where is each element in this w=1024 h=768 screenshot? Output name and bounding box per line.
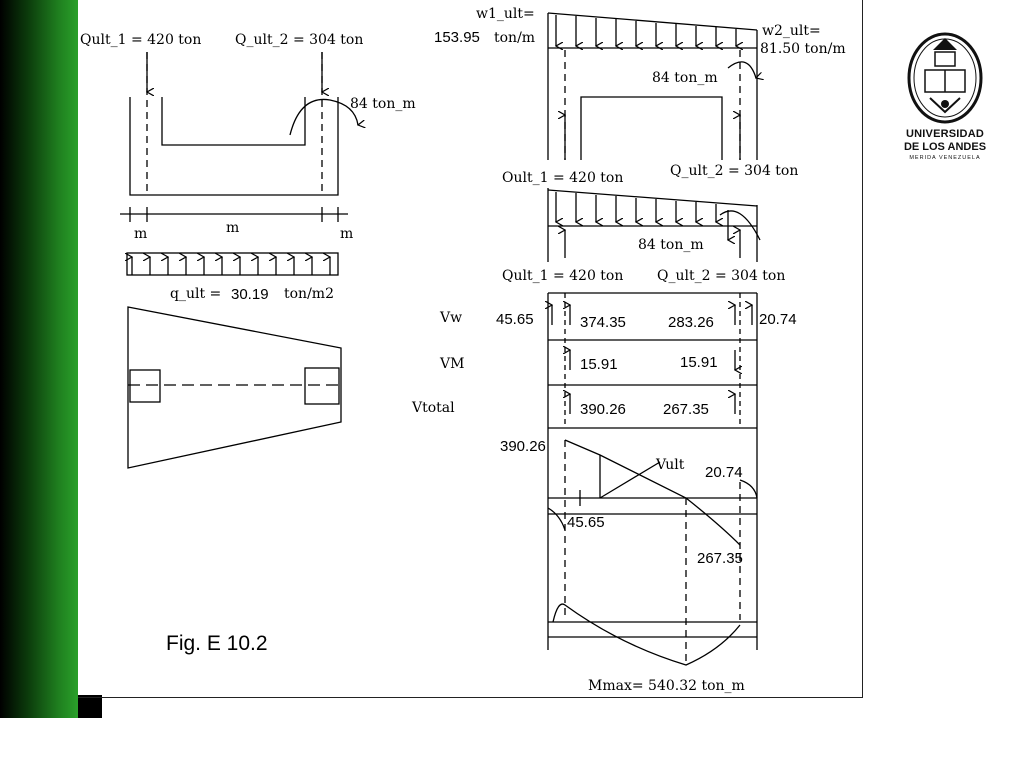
w-load-top (547, 12, 758, 31)
qult2-top-label: Q_ult_2 = 304 ton (235, 32, 363, 48)
shear-vult-label: Vult (655, 457, 685, 473)
w1-label-1: w1_ult= (476, 6, 535, 22)
soil-pressure-box (126, 252, 339, 276)
qult2-mid-label: Q_ult_2 = 304 ton (670, 163, 798, 179)
moment-curve (552, 603, 741, 666)
logo-line-2: DE LOS ANDES (903, 141, 987, 153)
q-ult-label: q_ult = (170, 286, 221, 302)
footing-cutout (161, 97, 306, 146)
beam1-cutout (580, 96, 723, 160)
vtotal-value-2: 267.35 (663, 401, 709, 418)
slide-corner-block (78, 695, 102, 718)
w-load-arrows (556, 15, 736, 46)
moment-right-label-2: 84 ton_m (638, 237, 704, 253)
shear-left-tail (547, 507, 566, 531)
vw-value-2: 374.35 (580, 314, 626, 331)
w2-label-1: w2_ult= (762, 23, 821, 39)
vw-value-4: 20.74 (759, 311, 797, 328)
shear-2074: 20.74 (705, 464, 743, 481)
figure-caption: Fig. E 10.2 (166, 632, 268, 655)
vm-row-label: VM (439, 356, 464, 372)
qult1-low-label: Qult_1 = 420 ton (502, 268, 623, 284)
w-load-top-2 (547, 189, 758, 207)
moment-arrow-left (289, 98, 358, 136)
logo-line-3: MERIDA VENEZUELA (909, 155, 981, 161)
dim-m-3: m (340, 226, 353, 242)
shear-4565: 45.65 (567, 514, 605, 531)
dim-m-1: m (134, 226, 147, 242)
vw-value-1: 45.65 (496, 311, 534, 328)
logo-line-1: UNIVERSIDAD (906, 128, 984, 140)
shear-curve (564, 439, 741, 546)
university-seal (907, 32, 983, 124)
vm-value-1: 15.91 (580, 356, 618, 373)
footing-outline (129, 97, 339, 196)
vw-row-label: Vw (439, 310, 462, 326)
qult2-low-label: Q_ult_2 = 304 ton (657, 268, 785, 284)
vw-value-3: 283.26 (668, 314, 714, 331)
q-ult-unit: ton/m2 (284, 286, 334, 302)
shear-right-tail (739, 479, 758, 499)
qult1-mid-label: Oult_1 = 420 ton (502, 170, 623, 186)
column-1-plan (129, 369, 161, 403)
dim-m-2: m (226, 220, 239, 236)
university-logo: UNIVERSIDAD DE LOS ANDES MERIDA VENEZUEL… (895, 28, 995, 168)
w2-label-2: 81.50 ton/m (760, 41, 846, 57)
qult1-top-label: Qult_1 = 420 ton (80, 32, 201, 48)
w1-label-2: 153.95 (434, 29, 480, 46)
shear-26735: 267.35 (697, 550, 743, 567)
w1-label-3: ton/m (494, 30, 535, 46)
mmax-label: Mmax= 540.32 ton_m (588, 678, 745, 694)
vtotal-row-label: Vtotal (411, 400, 455, 416)
moment-left-label: 84 ton_m (350, 96, 416, 112)
shear-390: 390.26 (500, 438, 546, 455)
engineering-diagram: Qult_1 = 420 ton Q_ult_2 = 304 ton 84 to… (78, 0, 863, 698)
column-2-plan (304, 367, 340, 405)
vtotal-value-1: 390.26 (580, 401, 626, 418)
soil-pressure-arrows (132, 257, 330, 275)
diagram-svg: Qult_1 = 420 ton Q_ult_2 = 304 ton 84 to… (80, 6, 846, 694)
footing-plan (127, 306, 342, 469)
q-ult-value: 30.19 (231, 286, 269, 303)
moment-right-label-1: 84 ton_m (652, 70, 718, 86)
vm-value-2: 15.91 (680, 354, 718, 371)
slide-sidebar-gradient (0, 0, 78, 718)
